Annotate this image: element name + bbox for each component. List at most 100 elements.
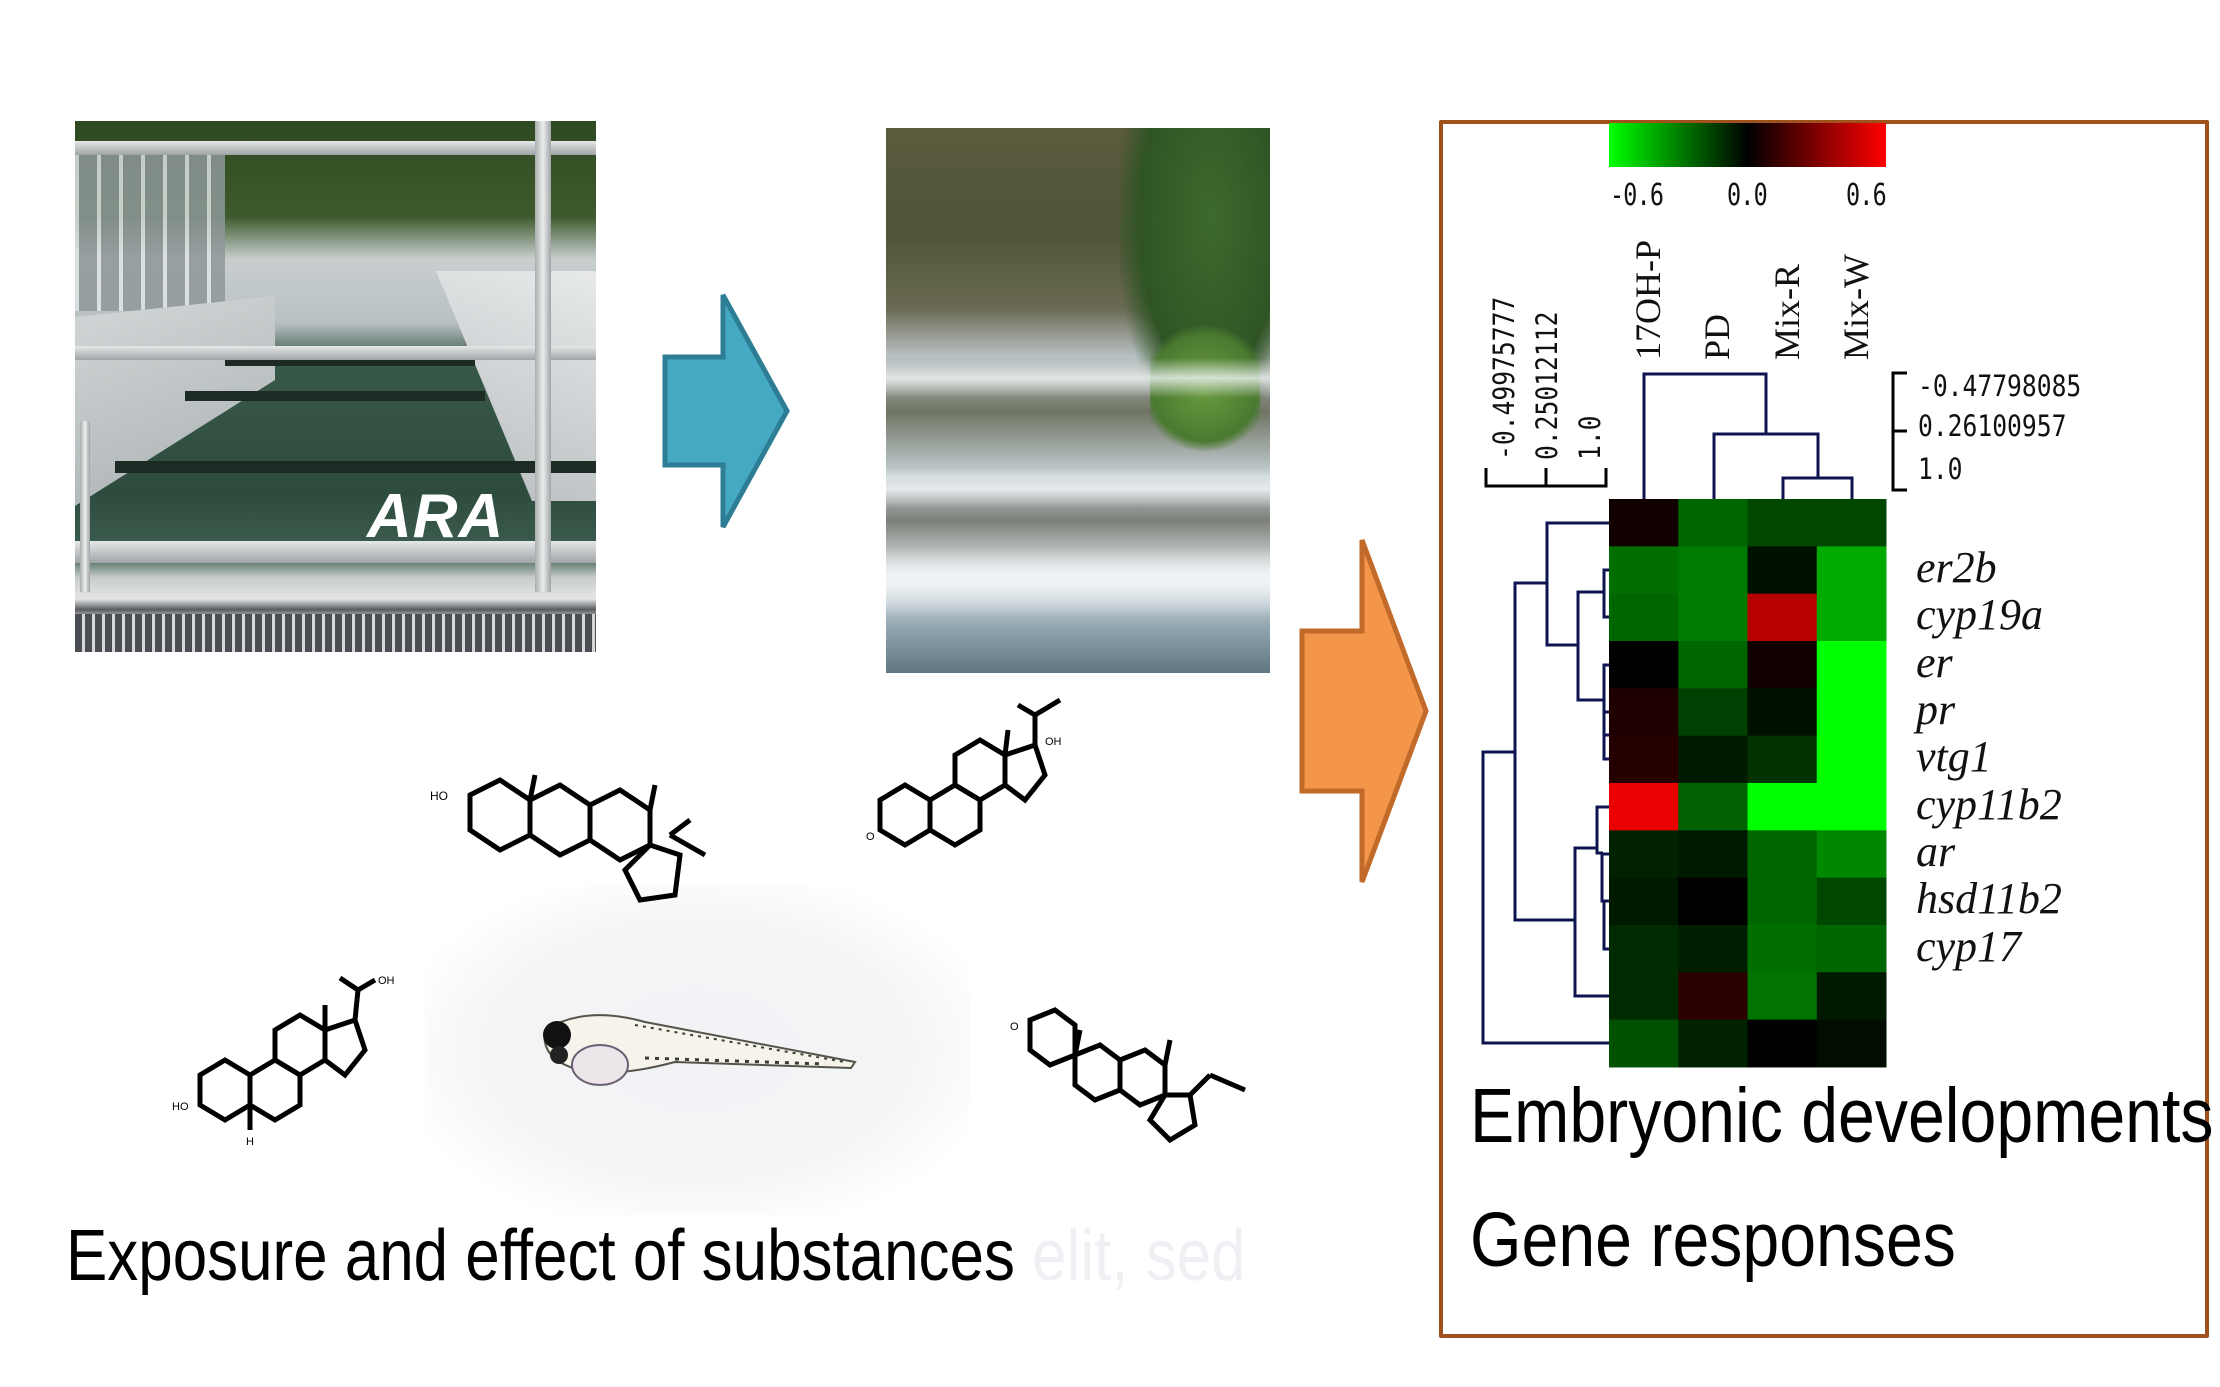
svg-text:O: O bbox=[1010, 1021, 1019, 1033]
embryonic-developments-title: Embryonic developments bbox=[1470, 1073, 2214, 1159]
svg-text:H: H bbox=[246, 1136, 254, 1148]
railing bbox=[75, 541, 596, 563]
row-dendrogram-branch bbox=[1602, 568, 1609, 619]
heatmap-cell bbox=[1747, 593, 1818, 642]
heatmap-cell bbox=[1816, 877, 1887, 926]
svg-text:O: O bbox=[866, 831, 875, 843]
heatmap-cell bbox=[1678, 546, 1748, 595]
basin-beam bbox=[185, 391, 485, 401]
railing bbox=[75, 346, 596, 360]
basin-beam bbox=[225, 356, 475, 366]
heatmap-cell bbox=[1816, 593, 1887, 642]
heatmap-cell bbox=[1678, 1019, 1748, 1068]
svg-text:OH: OH bbox=[1045, 736, 1062, 748]
row-dendrogram-branch bbox=[1602, 663, 1609, 737]
heatmap-cell bbox=[1678, 972, 1748, 1021]
heatmap-cell bbox=[1747, 546, 1818, 595]
heatmap-cell bbox=[1609, 546, 1679, 595]
water-foam bbox=[886, 468, 1270, 508]
heatmap-cell bbox=[1609, 830, 1679, 879]
row-dendrogram-branch bbox=[1481, 750, 1609, 1045]
treatment-plant-photo: ARA bbox=[75, 121, 596, 652]
water-foam bbox=[886, 358, 1270, 398]
heatmap-cell bbox=[1816, 640, 1887, 689]
gene-label: cyp17 bbox=[1916, 921, 2022, 971]
heatmap-cell bbox=[1816, 830, 1887, 879]
railing-post bbox=[80, 421, 90, 592]
row-scale-label: 0.26100957 bbox=[1918, 409, 2067, 443]
railing-post bbox=[535, 121, 551, 592]
heatmap-cell bbox=[1747, 877, 1818, 926]
water-foam bbox=[886, 548, 1270, 618]
heatmap-cell bbox=[1678, 782, 1748, 831]
heatmap-cell bbox=[1747, 972, 1818, 1021]
heatmap-cell bbox=[1816, 972, 1887, 1021]
basin-beam bbox=[115, 461, 596, 473]
svg-text:HO: HO bbox=[172, 1101, 189, 1113]
heatmap-cell bbox=[1816, 1019, 1887, 1068]
gene-label: er2b bbox=[1916, 542, 1997, 592]
row-scale-bracket bbox=[1891, 371, 1907, 492]
caption-text: Exposure and effect of substances bbox=[66, 1216, 1015, 1296]
railing bbox=[75, 141, 596, 155]
blue-arrow-shape bbox=[662, 293, 790, 529]
row-dendrogram-branch bbox=[1602, 710, 1609, 761]
steroid-structure-icon: O bbox=[1005, 1000, 1275, 1165]
ara-label: ARA bbox=[367, 482, 505, 551]
heatmap-cell bbox=[1678, 830, 1748, 879]
heatmap-cell bbox=[1678, 877, 1748, 926]
heatmap-cell bbox=[1609, 593, 1679, 642]
exposure-caption: Exposure and effect of substances elit, … bbox=[66, 1215, 1246, 1297]
heatmap-cell bbox=[1678, 499, 1748, 547]
heatmap-cell bbox=[1816, 499, 1887, 547]
heatmap-cell bbox=[1816, 546, 1887, 595]
color-scale-bar bbox=[1609, 123, 1886, 167]
heatmap-cell bbox=[1747, 1019, 1818, 1068]
heatmap-cell bbox=[1609, 972, 1679, 1021]
row-dendrogram-branch bbox=[1602, 899, 1609, 951]
heatmap-cell bbox=[1816, 924, 1887, 973]
column-scale-bracket bbox=[1484, 468, 1608, 488]
results-panel bbox=[1439, 120, 2209, 1338]
heatmap-cell bbox=[1816, 782, 1887, 831]
arrow-right-icon bbox=[661, 291, 791, 531]
heatmap-cell bbox=[1609, 735, 1679, 784]
floor-grate bbox=[75, 614, 596, 652]
row-dendrogram-branch bbox=[1576, 590, 1604, 702]
gene-label: hsd11b2 bbox=[1916, 874, 2062, 924]
gene-label: cyp19a bbox=[1916, 590, 2044, 640]
column-dendrogram-branch bbox=[1712, 432, 1820, 499]
heatmap-cell bbox=[1816, 688, 1887, 737]
colorbar-mid-label: 0.0 bbox=[1727, 178, 1768, 213]
caption-ghost-text: elit, sed bbox=[1032, 1216, 1246, 1296]
heatmap-cell bbox=[1609, 924, 1679, 973]
heatmap-cell bbox=[1747, 640, 1818, 689]
steroid-structure-icon: OH HO H bbox=[160, 970, 410, 1155]
gene-label: vtg1 bbox=[1916, 732, 1992, 782]
gene-responses-title: Gene responses bbox=[1470, 1197, 1956, 1283]
heatmap-cell bbox=[1678, 640, 1748, 689]
heatmap-cell bbox=[1609, 499, 1679, 547]
heatmap-cell bbox=[1678, 688, 1748, 737]
heatmap-cell bbox=[1747, 688, 1818, 737]
heatmap-cell bbox=[1609, 1019, 1679, 1068]
colorbar-min-label: -0.6 bbox=[1610, 178, 1664, 213]
row-dendrogram-branch bbox=[1600, 852, 1609, 903]
colorbar-max-label: 0.6 bbox=[1846, 178, 1887, 213]
row-dendrogram-branch bbox=[1573, 846, 1609, 998]
steroid-structure-icon: HO bbox=[430, 755, 720, 935]
heatmap-cell bbox=[1747, 499, 1818, 547]
heatmap-cell bbox=[1747, 924, 1818, 973]
gene-label: ar bbox=[1916, 826, 1956, 876]
row-scale-label: 1.0 bbox=[1918, 452, 1963, 486]
gene-label: er bbox=[1916, 637, 1953, 687]
zebrafish-larva-icon bbox=[525, 1000, 865, 1095]
gene-label: pr bbox=[1916, 684, 1956, 734]
column-dendrogram-branch bbox=[1781, 476, 1854, 499]
heatmap-cell bbox=[1816, 735, 1887, 784]
orange-arrow-shape bbox=[1299, 539, 1429, 883]
heatmap-cell bbox=[1747, 830, 1818, 879]
heatmap-cell bbox=[1609, 688, 1679, 737]
river-photo bbox=[886, 128, 1270, 673]
